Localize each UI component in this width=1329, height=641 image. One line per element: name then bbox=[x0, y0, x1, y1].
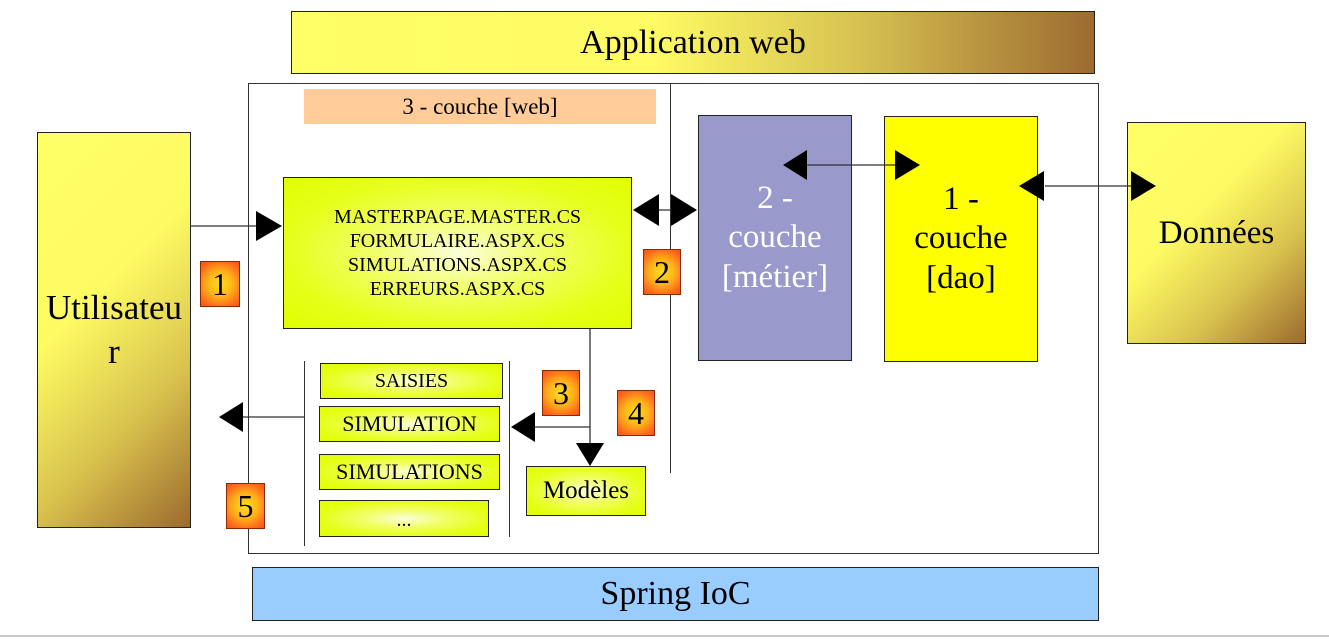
view-simulations: SIMULATIONS bbox=[319, 454, 500, 490]
page-bottom-divider bbox=[0, 635, 1329, 637]
view-simulations-label: SIMULATIONS bbox=[336, 459, 483, 484]
view-saisies-label: SAISIES bbox=[374, 369, 449, 392]
step-badge-3-label: 3 bbox=[553, 375, 569, 411]
controller-masterpage: MASTERPAGE.MASTER.CS bbox=[333, 206, 582, 228]
step-badge-3: 3 bbox=[542, 370, 580, 416]
data-box: Données bbox=[1127, 122, 1306, 344]
dao-layer-box: 1 - couche [dao] bbox=[884, 116, 1038, 362]
views-right-bracket bbox=[509, 361, 510, 537]
spring-ioc-label: Spring IoC bbox=[600, 575, 751, 612]
controller-simulations: SIMULATIONS.ASPX.CS bbox=[348, 254, 567, 276]
step-badge-1-label: 1 bbox=[212, 266, 228, 302]
controller-formulaire: FORMULAIRE.ASPX.CS bbox=[349, 230, 566, 252]
models-box: Modèles bbox=[526, 466, 646, 516]
controller-erreurs: ERREURS.ASPX.CS bbox=[369, 278, 546, 300]
view-simulation: SIMULATION bbox=[319, 406, 500, 442]
web-layer-label: 3 - couche [web] bbox=[304, 89, 656, 124]
step-badge-2: 2 bbox=[643, 249, 681, 295]
metier-layer-box: 2 - couche [métier] bbox=[698, 115, 852, 361]
view-saisies: SAISIES bbox=[320, 363, 503, 399]
spring-ioc-banner: Spring IoC bbox=[252, 567, 1099, 621]
view-simulation-label: SIMULATION bbox=[342, 411, 477, 436]
arrowhead-left-user bbox=[219, 402, 243, 432]
step-badge-5-label: 5 bbox=[237, 488, 254, 524]
user-box: Utilisateu r bbox=[37, 132, 191, 528]
dao-label-line2: couche bbox=[914, 220, 1008, 257]
step-badge-2-label: 2 bbox=[654, 254, 670, 290]
data-label: Données bbox=[1158, 214, 1275, 251]
application-frame bbox=[248, 83, 1099, 554]
step-badge-5: 5 bbox=[226, 483, 265, 529]
metier-label-line3: [métier] bbox=[721, 258, 829, 295]
metier-label-line2: couche bbox=[728, 219, 822, 256]
user-label-line2: r bbox=[108, 332, 120, 371]
application-web-title: Application web bbox=[580, 23, 806, 61]
user-label-line1: Utilisateu bbox=[45, 288, 183, 328]
step-badge-4: 4 bbox=[617, 390, 655, 436]
view-others: ... bbox=[319, 500, 489, 537]
metier-label-line1: 2 - bbox=[757, 179, 793, 216]
controllers-box: MASTERPAGE.MASTER.CS FORMULAIRE.ASPX.CS … bbox=[283, 177, 632, 329]
step-badge-4-label: 4 bbox=[628, 395, 644, 431]
dao-label-line1: 1 - bbox=[943, 180, 979, 217]
views-left-bracket bbox=[304, 361, 305, 546]
application-web-banner: Application web bbox=[291, 11, 1095, 74]
view-others-label: ... bbox=[396, 509, 412, 531]
step-badge-1: 1 bbox=[200, 261, 240, 307]
models-label: Modèles bbox=[542, 477, 630, 504]
dao-label-line3: [dao] bbox=[926, 259, 996, 296]
web-layer-label-text: 3 - couche [web] bbox=[402, 93, 558, 119]
